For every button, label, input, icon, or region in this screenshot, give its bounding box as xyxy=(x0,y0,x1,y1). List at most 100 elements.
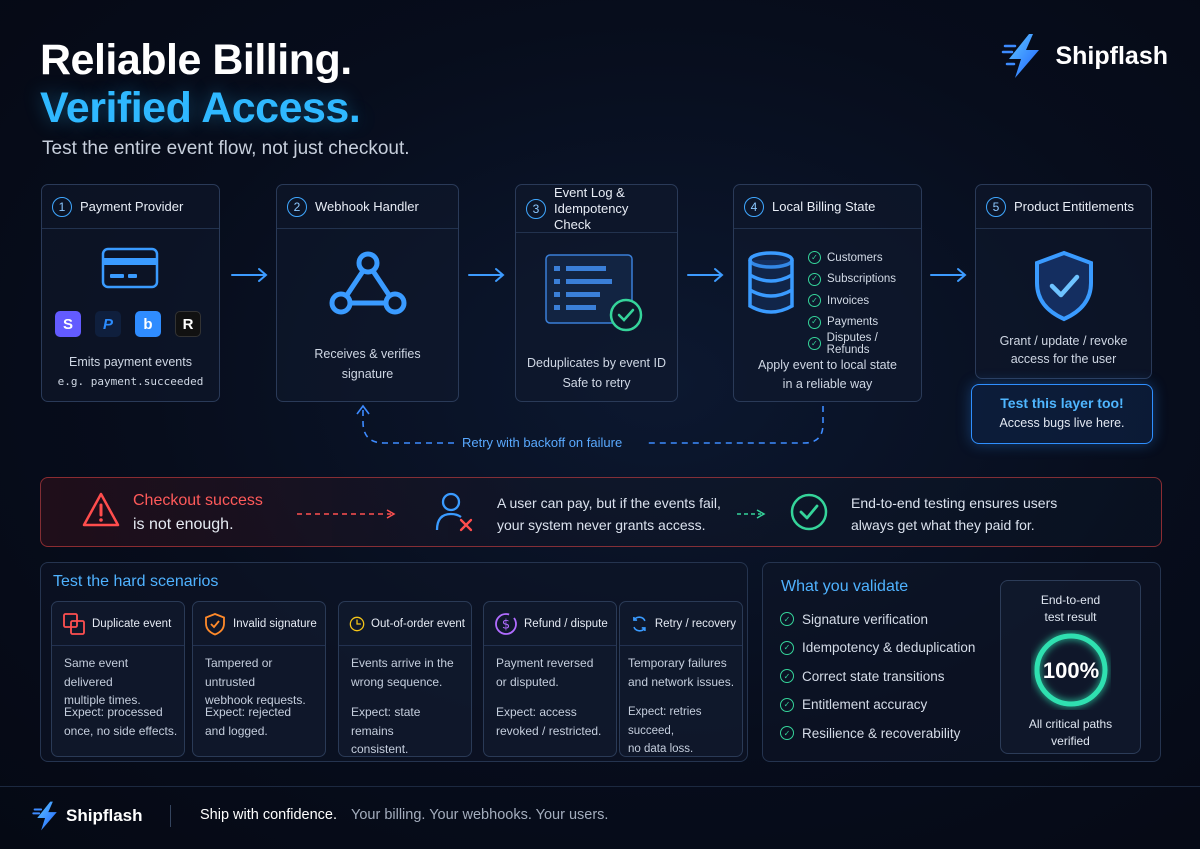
step-number: 4 xyxy=(744,196,764,217)
step-title: Webhook Handler xyxy=(315,199,419,214)
warning-right-line-1: End-to-end testing ensures users xyxy=(851,495,1058,511)
scenario-expectation: Expect: retries succeed,no data loss. xyxy=(628,706,702,755)
result-progress-ring: 100% xyxy=(1034,633,1107,707)
provider-logos: S P b R xyxy=(55,311,201,337)
stripe-logo: S xyxy=(55,311,81,337)
warning-right-line-2: always get what they paid for. xyxy=(851,517,1035,533)
list-item: ✓Invoices xyxy=(808,290,921,312)
test-result-card: End-to-end test result 100% All critical… xyxy=(1000,580,1141,754)
step-header: 4 Local Billing State xyxy=(734,185,921,229)
step-caption-line-2: access for the user xyxy=(1010,352,1117,366)
validate-title: What you validate xyxy=(781,578,909,595)
check-icon: ✓ xyxy=(808,251,821,265)
check-icon: ✓ xyxy=(780,697,794,712)
scenario-header: Invalid signature xyxy=(193,602,325,646)
step-header: 5 Product Entitlements xyxy=(976,185,1151,229)
step-title-line-1: Event Log & xyxy=(554,184,625,200)
scenario-title: Duplicate event xyxy=(92,617,172,630)
step-caption: Emits payment events xyxy=(69,355,192,369)
step-caption-line-2: in a reliable way xyxy=(782,377,873,391)
footer-divider xyxy=(0,786,1200,787)
refund-icon: $ xyxy=(495,612,517,635)
warning-icon xyxy=(82,492,120,527)
user-denied-icon xyxy=(435,492,473,532)
scenario-header: Retry / recovery xyxy=(620,602,742,646)
step-number: 3 xyxy=(526,198,546,219)
database-icon xyxy=(748,251,794,314)
list-item: ✓Correct state transitions xyxy=(780,662,975,691)
check-icon: ✓ xyxy=(808,272,821,286)
step-number: 2 xyxy=(287,196,307,217)
step-card-payment-provider: 1 Payment Provider S P b R Emits payment… xyxy=(41,184,220,402)
svg-text:$: $ xyxy=(502,617,510,632)
warning-middle-line-1: A user can pay, but if the events fail, xyxy=(497,495,721,511)
subtitle: Test the entire event flow, not just che… xyxy=(42,138,410,159)
lightning-bolt-icon xyxy=(32,801,57,831)
check-icon: ✓ xyxy=(808,337,821,351)
scenario-title: Invalid signature xyxy=(233,617,317,630)
step-title: Local Billing State xyxy=(772,199,876,214)
list-item: ✓Resilience & recoverability xyxy=(780,719,975,748)
scenario-title: Out-of-order event xyxy=(371,617,465,630)
footer-tagline: Ship with confidence. xyxy=(200,807,338,823)
list-item: ✓Customers xyxy=(808,247,921,269)
step-caption-line-2: Safe to retry xyxy=(562,376,631,390)
step-title-line-2: Idempotency Check xyxy=(554,200,629,232)
warning-band: Checkout success is not enough. A user c… xyxy=(40,477,1162,547)
shield-check-icon xyxy=(1035,250,1093,322)
dashed-arrow-green xyxy=(737,509,766,519)
step-header: 1 Payment Provider xyxy=(42,185,219,229)
list-item: ✓Entitlement accuracy xyxy=(780,691,975,720)
webhook-icon xyxy=(329,251,407,315)
step-header: 3 Event Log & Idempotency Check xyxy=(516,185,677,233)
billing-entity-list: ✓Customers ✓Subscriptions ✓Invoices ✓Pay… xyxy=(808,247,921,356)
flow-arrows xyxy=(231,268,967,444)
step-caption-line-1: Grant / update / revoke xyxy=(999,334,1128,348)
footer-brand: Shipflash xyxy=(66,806,143,825)
step-title: Product Entitlements xyxy=(1014,199,1134,214)
paypal-logo: P xyxy=(95,311,121,337)
title-line-2: Verified Access. xyxy=(40,84,361,132)
event-log-icon xyxy=(545,254,643,332)
scenario-title: Refund / dispute xyxy=(524,617,608,630)
validate-list: ✓Signature verification ✓Idempotency & d… xyxy=(780,605,975,748)
step-card-webhook-handler: 2 Webhook Handler Receives & verifies si… xyxy=(276,184,459,402)
scenario-header: Out-of-order event xyxy=(339,602,471,646)
clock-icon xyxy=(349,616,365,631)
lightning-bolt-icon xyxy=(1002,34,1040,78)
recurly-logo: R xyxy=(175,311,201,337)
result-foot-line-1: All critical paths xyxy=(1028,717,1113,731)
list-item: ✓Idempotency & deduplication xyxy=(780,634,975,663)
scenario-header: Duplicate event xyxy=(52,602,184,646)
footer-tagline-secondary: Your billing. Your webhooks. Your users. xyxy=(351,807,609,823)
callout-title: Test this layer too! xyxy=(1000,395,1124,411)
step-header: 2 Webhook Handler xyxy=(277,185,458,229)
shield-x-icon xyxy=(205,612,225,635)
check-icon: ✓ xyxy=(780,669,794,684)
test-layer-callout: Test this layer too! Access bugs live he… xyxy=(971,384,1153,444)
retry-label: Retry with backoff on failure xyxy=(462,435,623,450)
warning-title-red: Checkout success xyxy=(133,492,263,509)
step-code-example: e.g. payment.succeeded xyxy=(57,375,204,388)
result-foot-line-2: verified xyxy=(1051,734,1090,748)
step-caption-line-1: Apply event to local state xyxy=(758,358,897,372)
check-icon: ✓ xyxy=(780,640,794,655)
step-title: Payment Provider xyxy=(80,199,184,214)
result-value: 100% xyxy=(1042,658,1098,683)
scenarios-panel: Test the hard scenarios Duplicate event … xyxy=(40,562,748,762)
step-card-local-billing-state: 4 Local Billing State ✓Customers ✓Subscr… xyxy=(733,184,922,402)
callout-subtitle: Access bugs live here. xyxy=(999,416,1125,430)
list-item: ✓Disputes / Refunds xyxy=(808,332,921,356)
dashed-arrow-red xyxy=(297,509,396,519)
retry-icon xyxy=(633,615,646,632)
footer-separator xyxy=(170,805,171,827)
